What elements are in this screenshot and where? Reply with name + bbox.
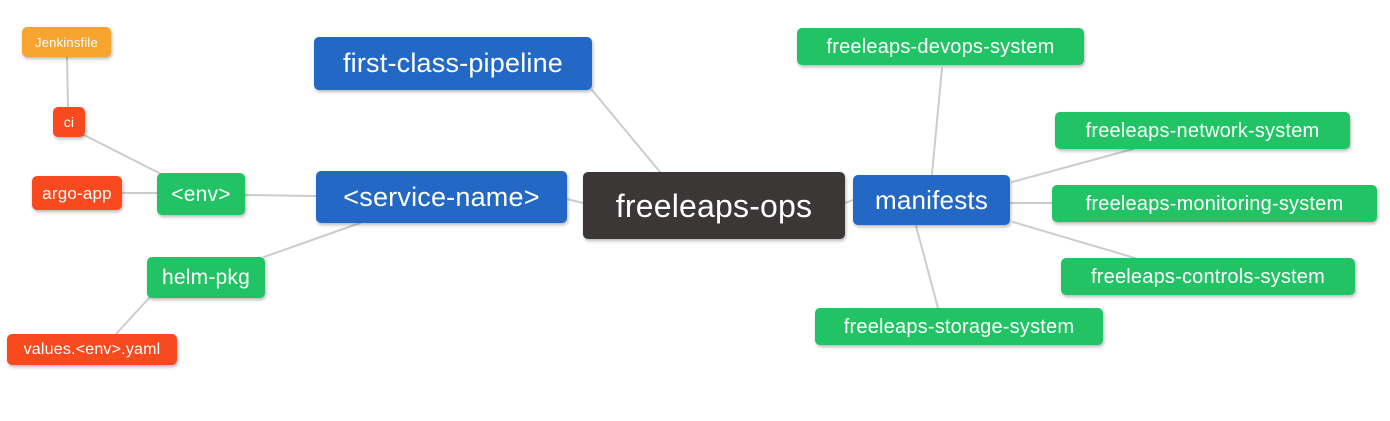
node-monitoring-system[interactable]: freeleaps-monitoring-system — [1052, 185, 1377, 222]
node-label: manifests — [874, 185, 989, 215]
node-label: freeleaps-monitoring-system — [1085, 192, 1344, 215]
edge-service-name-to-freeleaps-ops — [566, 198, 584, 204]
node-label: values.<env>.yaml — [23, 340, 161, 358]
node-values-env-yaml[interactable]: values.<env>.yaml — [7, 334, 177, 365]
edge-first-class-pipeline-to-freeleaps-ops — [591, 89, 661, 173]
node-argo-app[interactable]: argo-app — [32, 176, 122, 210]
node-label: freeleaps-network-system — [1085, 119, 1320, 142]
node-devops-system[interactable]: freeleaps-devops-system — [797, 28, 1084, 65]
node-jenkinsfile[interactable]: Jenkinsfile — [22, 27, 111, 57]
edge-manifests-to-network-system — [1011, 148, 1134, 183]
node-label: helm-pkg — [162, 266, 250, 289]
edge-jenkinsfile-to-ci — [66, 56, 69, 108]
edge-service-name-to-helm-pkg — [263, 222, 361, 258]
node-storage-system[interactable]: freeleaps-storage-system — [815, 308, 1103, 345]
node-controls-system[interactable]: freeleaps-controls-system — [1061, 258, 1355, 295]
node-label: first-class-pipeline — [342, 48, 564, 78]
node-service-name[interactable]: <service-name> — [316, 171, 567, 223]
node-label: freeleaps-ops — [615, 187, 813, 224]
node-label: <env> — [171, 182, 231, 206]
node-network-system[interactable]: freeleaps-network-system — [1055, 112, 1350, 149]
node-label: freeleaps-storage-system — [843, 315, 1075, 338]
edge-helm-pkg-to-values-env-yaml — [115, 296, 151, 335]
edge-ci-to-env — [83, 134, 168, 178]
edge-manifests-to-controls-system — [1012, 221, 1136, 259]
node-label: freeleaps-devops-system — [826, 35, 1055, 58]
node-env[interactable]: <env> — [157, 173, 245, 215]
edge-manifests-to-storage-system — [915, 225, 939, 309]
edge-devops-system-to-manifests — [931, 67, 943, 175]
node-label: freeleaps-controls-system — [1091, 265, 1325, 288]
node-label: Jenkinsfile — [35, 34, 98, 50]
edge-freeleaps-ops-to-manifests — [844, 199, 854, 204]
node-label: argo-app — [42, 183, 112, 203]
node-label: ci — [63, 114, 75, 130]
node-ci[interactable]: ci — [53, 107, 85, 137]
node-freeleaps-ops[interactable]: freeleaps-ops — [583, 172, 845, 239]
node-first-class-pipeline[interactable]: first-class-pipeline — [314, 37, 592, 90]
edge-env-to-service-name — [244, 194, 317, 197]
node-helm-pkg[interactable]: helm-pkg — [147, 257, 265, 298]
node-manifests[interactable]: manifests — [853, 175, 1010, 225]
node-label: <service-name> — [343, 181, 540, 212]
